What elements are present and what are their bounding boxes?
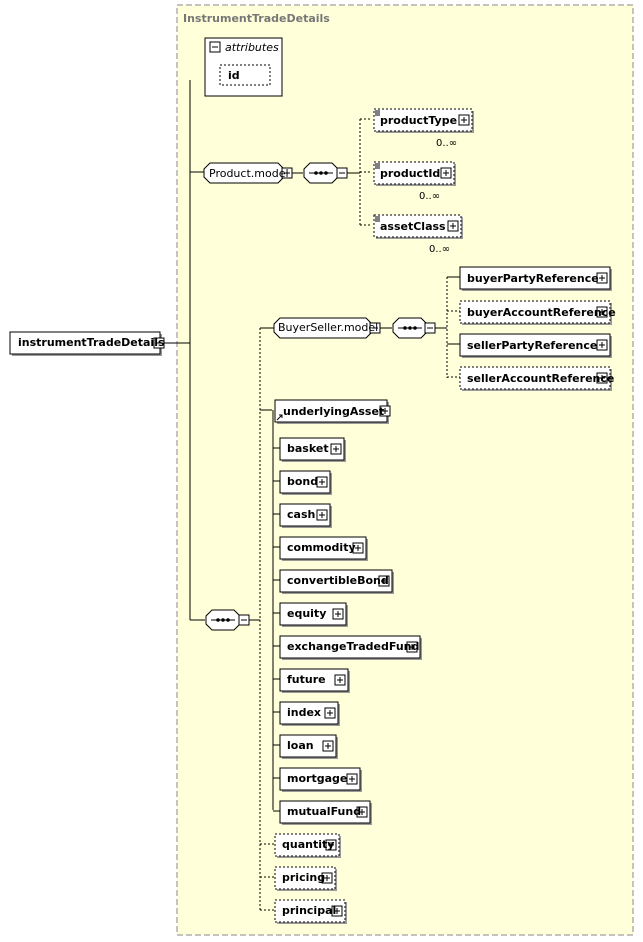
element-box-sellerPartyReference xyxy=(459,333,611,357)
element-box-mutualFund xyxy=(279,800,371,824)
element-box-commodity xyxy=(279,536,367,560)
element-commodity[interactable]: commodity xyxy=(287,541,356,554)
element-future[interactable]: future xyxy=(287,673,326,686)
group-frame xyxy=(176,4,634,936)
element-mutualFund[interactable]: mutualFund xyxy=(287,805,362,818)
attributes-label: attributes xyxy=(225,41,279,54)
element-productType[interactable]: productType xyxy=(380,114,458,127)
sequence-dot xyxy=(314,171,318,175)
element-sellerPartyReference[interactable]: sellerPartyReference xyxy=(467,339,598,352)
element-mortgage[interactable]: mortgage xyxy=(287,772,348,785)
element-box-future xyxy=(279,668,349,692)
element-buyerAccountReference[interactable]: buyerAccountReference xyxy=(467,306,616,319)
element-box-buyerAccountReference xyxy=(459,300,611,324)
sequence-dot xyxy=(216,618,220,622)
element-box-loan xyxy=(279,734,337,758)
element-basket[interactable]: basket xyxy=(287,442,329,455)
attribute-id: id xyxy=(228,69,240,82)
element-box-assetClass xyxy=(373,214,462,238)
element-pricing[interactable]: pricing xyxy=(282,871,326,884)
element-buyerPartyReference[interactable]: buyerPartyReference xyxy=(467,272,599,285)
element-box-sellerAccountReference xyxy=(459,366,611,390)
occurrence-productType: 0..∞ xyxy=(436,138,458,149)
element-cash[interactable]: cash xyxy=(287,508,316,521)
element-underlyingAsset[interactable]: underlyingAsset xyxy=(283,405,385,418)
element-box-equity xyxy=(279,602,347,626)
element-box-productId xyxy=(373,161,455,185)
group-title: InstrumentTradeDetails xyxy=(183,12,330,25)
sequence-dot xyxy=(413,326,417,330)
element-assetClass[interactable]: assetClass xyxy=(380,220,446,233)
element-box-index xyxy=(279,701,339,725)
element-quantity[interactable]: quantity xyxy=(282,838,335,851)
product-model-label[interactable]: Product.model xyxy=(209,167,289,180)
element-box-quantity xyxy=(274,833,340,857)
element-principal[interactable]: principal xyxy=(282,904,337,917)
occurrence-assetClass: 0..∞ xyxy=(429,244,451,255)
element-box-mortgage xyxy=(279,767,361,791)
element-equity[interactable]: equity xyxy=(287,607,327,620)
element-box-pricing xyxy=(274,866,336,890)
root-element-label[interactable]: instrumentTradeDetails xyxy=(18,336,165,349)
element-box-basket xyxy=(279,437,345,461)
product-model-box xyxy=(203,162,285,184)
element-box-exchangeTradedFund xyxy=(279,635,421,659)
sequence-dot xyxy=(221,618,225,622)
sequence-dot xyxy=(319,171,323,175)
sequence-dot xyxy=(403,326,407,330)
buyerseller-model-label[interactable]: BuyerSeller.model xyxy=(278,321,379,334)
element-box-productType xyxy=(373,108,473,132)
element-box-buyerPartyReference xyxy=(459,266,611,290)
substitution-arrow-icon xyxy=(276,414,283,421)
element-bond[interactable]: bond xyxy=(287,475,319,488)
attribute-id-box xyxy=(219,64,271,86)
element-box-principal xyxy=(274,899,346,923)
sequence-dot xyxy=(226,618,230,622)
occurrence-productId: 0..∞ xyxy=(419,191,441,202)
sequence-dot xyxy=(408,326,412,330)
element-loan[interactable]: loan xyxy=(287,739,314,752)
element-convertibleBond[interactable]: convertibleBond xyxy=(287,574,389,587)
element-exchangeTradedFund[interactable]: exchangeTradedFund xyxy=(287,640,420,653)
element-box-convertibleBond xyxy=(279,569,393,593)
element-sellerAccountReference[interactable]: sellerAccountReference xyxy=(467,372,615,385)
element-index[interactable]: index xyxy=(287,706,322,719)
buyerseller-model-box xyxy=(273,317,373,339)
sequence-dot xyxy=(324,171,328,175)
element-productId[interactable]: productId xyxy=(380,167,441,180)
